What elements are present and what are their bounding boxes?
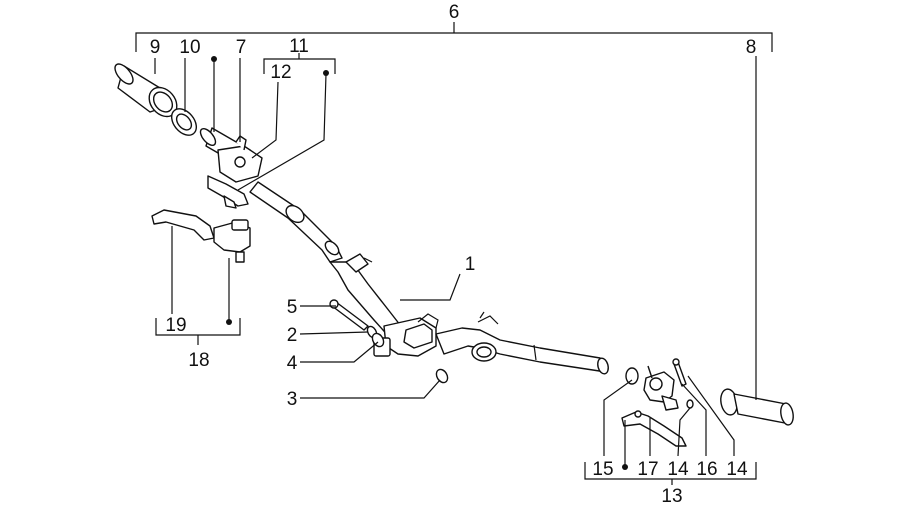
- group-bracket-11: [263, 53, 336, 74]
- callout-11: 11: [289, 36, 309, 57]
- callout-9: 9: [150, 37, 161, 58]
- leader-dot-12: [323, 70, 329, 76]
- callout-14-right: 14: [726, 459, 748, 480]
- callout-16: 16: [696, 459, 717, 480]
- group-bracket-18: [155, 318, 241, 345]
- leader-dot-top-left: [211, 56, 217, 62]
- callout-15: 15: [592, 459, 613, 480]
- small-washer-14: [686, 399, 694, 409]
- callout-5: 5: [287, 297, 298, 318]
- right-grip-collar: [625, 367, 639, 385]
- callout-7: 7: [236, 37, 247, 58]
- left-switch-housing: [207, 135, 263, 209]
- callout-2: 2: [287, 325, 298, 346]
- callout-18: 18: [188, 350, 209, 371]
- nut-3: [435, 368, 449, 384]
- spacer-4: [371, 332, 385, 348]
- leader-dot-13: [622, 464, 628, 470]
- right-brake-lever: [621, 410, 687, 447]
- left-grip: [114, 63, 178, 118]
- callout-17: 17: [637, 459, 658, 480]
- left-master-cylinder: [213, 219, 251, 263]
- leader-dot-18: [226, 319, 232, 325]
- callout-3: 3: [287, 389, 298, 410]
- callout-8: 8: [746, 37, 757, 58]
- callout-14-left: 14: [667, 459, 689, 480]
- left-brake-lever: [151, 209, 215, 241]
- right-grip: [720, 388, 794, 426]
- left-grip-washer: [170, 108, 198, 136]
- callout-1: 1: [465, 254, 476, 275]
- group-bracket-13: [584, 462, 757, 485]
- callout-19: 19: [165, 315, 186, 336]
- callout-10: 10: [179, 37, 200, 58]
- handlebar-tube: [249, 181, 609, 375]
- group-bracket-6: [135, 22, 773, 52]
- callout-12: 12: [270, 62, 291, 83]
- leader-lines: [154, 56, 757, 466]
- right-lever-pin: [647, 365, 653, 379]
- callout-13: 13: [661, 486, 682, 507]
- callout-4: 4: [287, 353, 298, 374]
- callout-6: 6: [449, 2, 460, 23]
- right-lever-screw: [672, 358, 687, 387]
- right-lever-bracket: [643, 371, 679, 411]
